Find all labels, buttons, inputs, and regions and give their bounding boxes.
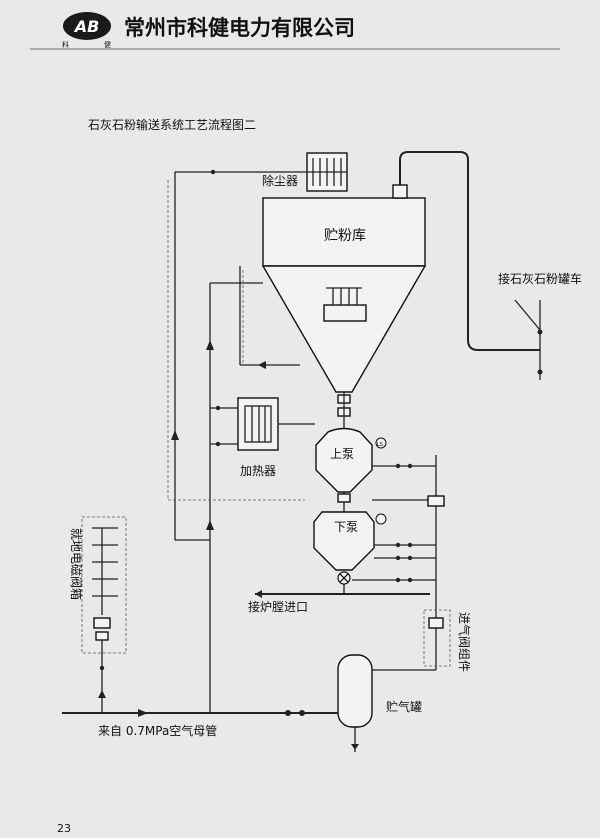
- solenoid-valve-box: [81, 516, 127, 713]
- air-main-header: [62, 709, 338, 717]
- logo-sub-left: 科: [62, 40, 69, 49]
- heater: [210, 397, 315, 451]
- air-tank-label: 贮气罐: [386, 699, 422, 714]
- tanker-fill-pipe: [399, 151, 540, 351]
- ls-lower: [375, 513, 387, 525]
- dashed-signal-line: [242, 270, 244, 363]
- ls-upper-label: LS: [377, 442, 383, 448]
- silo: [261, 184, 427, 393]
- heater-supply-line: [206, 282, 263, 713]
- dashed-control-loop: [167, 180, 305, 501]
- intake-valve-group-box: [423, 609, 451, 667]
- logo-sub-right: 健: [104, 40, 111, 49]
- dust-collector: [306, 152, 348, 192]
- tanker-branch: [514, 299, 541, 331]
- ls-upper: [375, 437, 387, 449]
- page-number: 23: [57, 822, 71, 835]
- fluidizing-line: [239, 266, 300, 369]
- furnace-inlet-label: 接炉膛进口: [248, 599, 308, 614]
- intake-valve-group-label: 进气阀组件: [457, 612, 472, 672]
- dust-purge-line: [171, 169, 307, 541]
- upper-pump: [315, 427, 373, 493]
- logo-mark: AB: [73, 17, 100, 36]
- inter-pump-valves: [337, 492, 351, 512]
- solenoid-box-label: 就地电磁阀箱: [69, 528, 84, 600]
- tanker-inlet-label: 接石灰石粉罐车: [498, 271, 582, 286]
- lower-pump: [313, 511, 375, 571]
- silo-outlet-valves: [337, 392, 351, 430]
- discharge: [255, 571, 430, 598]
- air-source-label: 来自 0.7MPa空气母管: [98, 723, 217, 738]
- dust-collector-label: 除尘器: [262, 173, 298, 188]
- company-logo: AB: [63, 12, 111, 40]
- silo-label: 贮粉库: [324, 228, 366, 244]
- company-name: 常州市科健电力有限公司: [124, 16, 355, 40]
- air-tank: [337, 654, 436, 752]
- pump-air-lines: [352, 455, 445, 670]
- upper-pump-label: 上泵: [330, 447, 354, 461]
- diagram-title: 石灰石粉输送系统工艺流程图二: [88, 117, 256, 132]
- heater-label: 加热器: [240, 464, 276, 478]
- lower-pump-label: 下泵: [334, 520, 358, 534]
